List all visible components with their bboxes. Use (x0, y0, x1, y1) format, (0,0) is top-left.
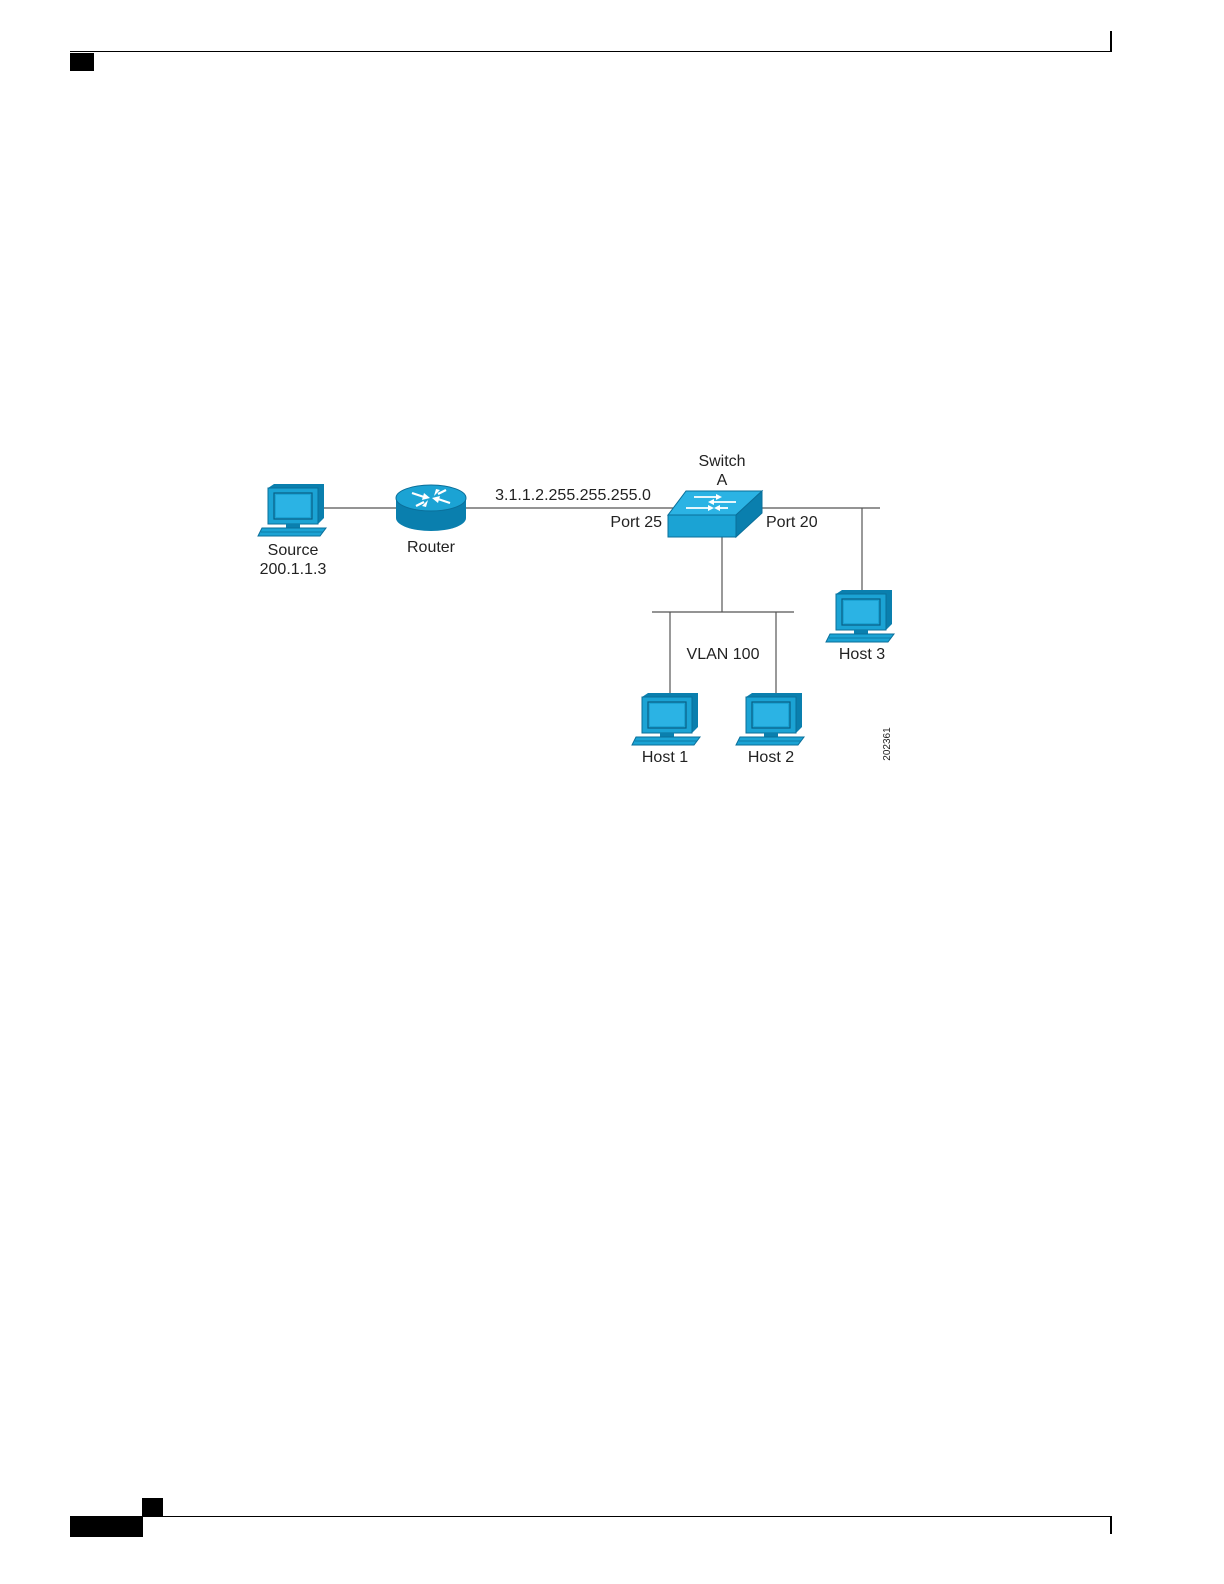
vlan-label: VLAN 100 (687, 646, 760, 663)
router-label: Router (407, 539, 456, 556)
link-address-label: 3.1.1.2.255.255.255.0 (495, 487, 651, 504)
host3-label: Host 3 (839, 646, 885, 663)
port-20-label: Port 20 (766, 514, 818, 531)
router-icon (396, 485, 466, 531)
host1-computer-icon (632, 693, 700, 745)
switch-name-label: A (717, 472, 728, 489)
port-25-label: Port 25 (610, 514, 662, 531)
host1-label: Host 1 (642, 749, 688, 766)
footer-tick (1110, 1517, 1112, 1534)
connection-lines (322, 508, 880, 694)
host3-computer-icon (826, 590, 894, 642)
host2-computer-icon (736, 693, 804, 745)
switch-label: Switch (698, 453, 745, 470)
footer-page-block (70, 1517, 143, 1537)
footer-tab-marker (142, 1498, 163, 1516)
source-computer-icon (258, 484, 326, 536)
source-label: Source (268, 542, 319, 559)
figure-id-label: 202361 (882, 727, 893, 761)
footer-rule (70, 1516, 1112, 1517)
source-ip-label: 200.1.1.3 (260, 561, 327, 578)
host2-label: Host 2 (748, 749, 794, 766)
switch-icon (668, 491, 762, 537)
